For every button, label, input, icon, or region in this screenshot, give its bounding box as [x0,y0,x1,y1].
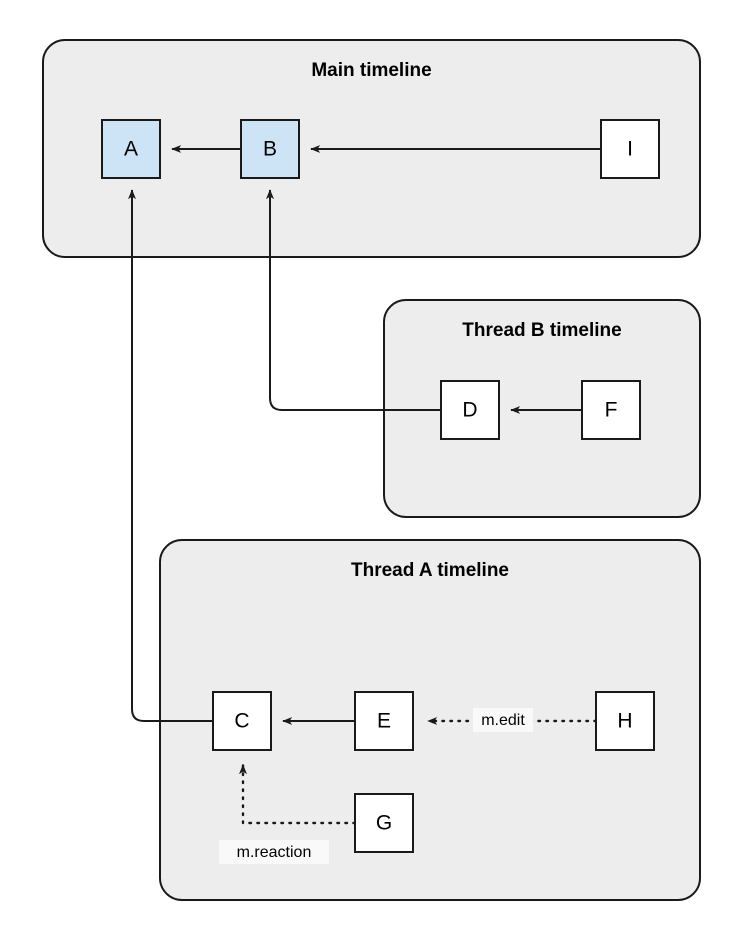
node-G-label: G [376,812,392,835]
node-I-label: I [627,138,633,161]
node-E-rect[interactable] [354,691,414,751]
node-B[interactable]: B [240,119,300,179]
m-reaction-label-bg [219,840,329,864]
container-thread-b-timeline[interactable]: Thread B timeline [383,299,701,518]
node-G[interactable]: G [354,793,414,853]
node-I-rect[interactable] [600,119,660,179]
node-E-label: E [377,710,391,733]
node-C-rect[interactable] [212,691,272,751]
m-edit-label-bg [473,708,533,732]
node-I[interactable]: I [600,119,660,179]
node-C[interactable]: C [212,691,272,751]
node-C-label: C [234,710,249,733]
edge-g-to-c-path [239,763,357,825]
node-H[interactable]: H [595,691,655,751]
edge-c-to-a [128,189,213,722]
edge-d-to-b [266,189,441,411]
m-edit-label: m.edit [481,712,525,729]
thread-a-timeline-title: Thread A timeline [351,560,509,581]
node-F-rect[interactable] [581,380,641,440]
node-B-rect[interactable] [240,119,300,179]
node-G-rect[interactable] [354,793,414,853]
main-timeline-title: Main timeline [311,60,431,81]
edge-g-to-c: m.reaction [219,763,357,864]
node-D-rect[interactable] [440,380,500,440]
edge-d-to-b-path [266,189,441,411]
thread-b-timeline-box[interactable] [383,299,701,518]
thread-b-timeline-title: Thread B timeline [462,320,621,341]
node-H-label: H [617,710,632,733]
node-D-label: D [462,399,477,422]
edge-h-to-e: m.edit [426,708,598,732]
node-H-rect[interactable] [595,691,655,751]
node-E[interactable]: E [354,691,414,751]
node-D[interactable]: D [440,380,500,440]
node-A-rect[interactable] [101,119,161,179]
node-A-label: A [124,138,138,161]
node-F-label: F [605,399,618,422]
edge-c-to-a-path [128,189,213,722]
node-F[interactable]: F [581,380,641,440]
node-B-label: B [263,138,277,161]
m-reaction-label: m.reaction [237,844,312,861]
node-A[interactable]: A [101,119,161,179]
